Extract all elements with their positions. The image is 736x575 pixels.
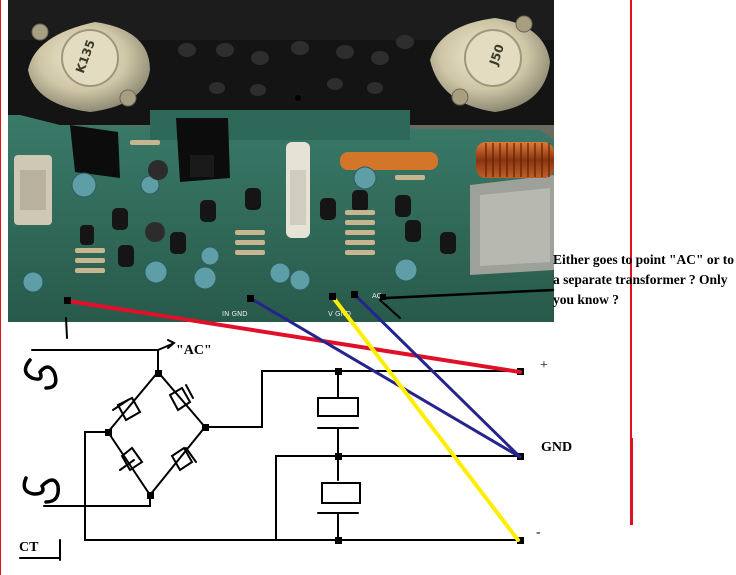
blue-wire-2 (352, 292, 522, 459)
gnd-label: GND (541, 440, 573, 455)
silkscreen-v-gnd: V GND (328, 310, 351, 318)
black-wire-ac (384, 288, 555, 300)
ac-tilde-icon-2 (22, 476, 60, 504)
plus-label: + (540, 358, 548, 373)
schematic (19, 317, 521, 561)
minus-label: - (536, 525, 541, 540)
blue-wire-1 (248, 296, 522, 459)
yellow-wire (330, 294, 520, 542)
ct-label: CT (19, 540, 39, 555)
black-wire-ac-tail (379, 299, 401, 319)
ac-tilde-icon (23, 358, 58, 390)
annotation-note: Either goes to point "AC" or to a separa… (553, 252, 734, 307)
silkscreen-ac: AC (372, 292, 382, 300)
pcb-photo: K135 J50 (8, 0, 554, 322)
silkscreen-in-gnd: IN GND (222, 310, 248, 318)
ac-point-label: "AC" (176, 343, 212, 358)
red-frame (0, 0, 632, 575)
power-transistor-left (28, 22, 150, 112)
red-wire (66, 299, 522, 374)
wires (66, 288, 555, 542)
power-transistor-right (430, 15, 550, 112)
pcb-points (64, 291, 386, 304)
